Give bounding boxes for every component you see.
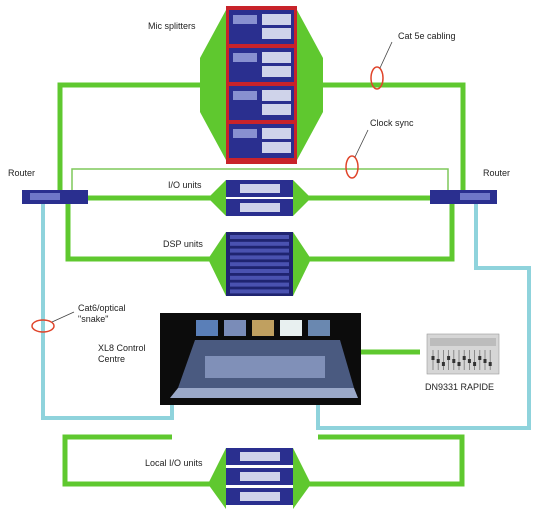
- clock-sync-label: Clock sync: [370, 118, 414, 129]
- router-right: [430, 190, 497, 204]
- control-surface-front: [170, 388, 358, 398]
- local-io-1-panel: [240, 452, 280, 461]
- rapide-fader-cap: [489, 362, 492, 366]
- cat5e-pointer: [380, 42, 392, 68]
- rapide-fader-cap: [468, 359, 471, 363]
- rapide-top-strip: [430, 338, 496, 346]
- rapide-fader-cap: [442, 362, 445, 366]
- router-left: [22, 190, 88, 204]
- io-units: [226, 180, 293, 216]
- router-left-panel: [30, 193, 60, 200]
- rapide-unit: [427, 334, 499, 374]
- control-centre: [160, 313, 361, 405]
- dsp-slice: [230, 242, 289, 246]
- local-io-2-panel: [240, 472, 280, 481]
- dsp-slice: [230, 283, 289, 287]
- control-screen-5: [308, 320, 330, 336]
- dsp-slice: [230, 269, 289, 273]
- io-unit-1-panel: [240, 184, 280, 193]
- cat5e-label: Cat 5e cabling: [398, 31, 456, 42]
- clock-pointer: [355, 130, 368, 157]
- dsp-slices: [230, 235, 289, 293]
- control-fader-bank: [205, 356, 325, 378]
- snake-pointer: [52, 312, 74, 322]
- control-centre-label: XL8 Control Centre: [98, 343, 158, 365]
- dsp-funnel-right: [293, 232, 311, 296]
- local-io-3-panel: [240, 492, 280, 501]
- rapide-fader-cap: [458, 362, 461, 366]
- local-io-units: [226, 448, 293, 505]
- dsp-funnel-left: [208, 232, 226, 296]
- control-screen-4: [280, 320, 302, 336]
- io-funnel-right: [293, 180, 311, 216]
- local-io-label: Local I/O units: [145, 458, 203, 469]
- mic-splitter-connectors: [262, 28, 291, 39]
- dsp-loop-right: [303, 204, 452, 259]
- snake-label: Cat6/optical "snake": [78, 303, 138, 325]
- router-right-label: Router: [483, 168, 510, 179]
- mic-splitter-display: [233, 129, 257, 138]
- io-unit-2-panel: [240, 203, 280, 212]
- mic-funnel-right: [297, 10, 323, 160]
- mic-splitter-connectors: [262, 104, 291, 115]
- dsp-slice: [230, 235, 289, 239]
- io-units-label: I/O units: [168, 180, 202, 191]
- mic-splitter-display: [233, 53, 257, 62]
- router-left-label: Router: [8, 168, 35, 179]
- rapide-label: DN9331 RAPIDE: [425, 382, 494, 393]
- top-loop-right: [323, 85, 463, 196]
- dsp-units: [226, 232, 293, 296]
- dsp-slice: [230, 255, 289, 259]
- dsp-loop-left: [68, 204, 216, 259]
- control-screen-2: [224, 320, 246, 336]
- mic-splitter-connectors: [262, 14, 291, 25]
- dsp-slice: [230, 262, 289, 266]
- rapide-fader-cap: [484, 359, 487, 363]
- io-funnel-left: [208, 180, 226, 216]
- control-screen-1: [196, 320, 218, 336]
- dsp-slice: [230, 289, 289, 293]
- control-screen-3: [252, 320, 274, 336]
- mic-splitter-connectors: [262, 128, 291, 139]
- rapide-fader-cap: [478, 356, 481, 360]
- dsp-slice: [230, 276, 289, 280]
- mic-splitter-connectors: [262, 142, 291, 153]
- rapide-fader-cap: [452, 359, 455, 363]
- mic-splitters-label: Mic splitters: [148, 21, 196, 32]
- rapide-fader-cap: [473, 362, 476, 366]
- local-funnel-right: [293, 448, 311, 509]
- rapide-fader-cap: [463, 356, 466, 360]
- mic-splitters-rack: [226, 6, 297, 164]
- mic-splitter-display: [233, 91, 257, 100]
- mic-funnel-left: [200, 10, 226, 160]
- router-right-panel: [460, 193, 490, 200]
- mic-splitter-connectors: [262, 52, 291, 63]
- mic-splitter-connectors: [262, 90, 291, 101]
- dsp-slice: [230, 249, 289, 253]
- rapide-fader-cap: [447, 356, 450, 360]
- rapide-fader-cap: [437, 359, 440, 363]
- rapide-fader-cap: [432, 356, 435, 360]
- local-funnel-left: [208, 448, 226, 509]
- dsp-units-label: DSP units: [163, 239, 203, 250]
- mic-splitter-connectors: [262, 66, 291, 77]
- mic-splitter-display: [233, 15, 257, 24]
- local-io-loop-right: [303, 437, 462, 484]
- clock-sync-marker: [346, 156, 358, 178]
